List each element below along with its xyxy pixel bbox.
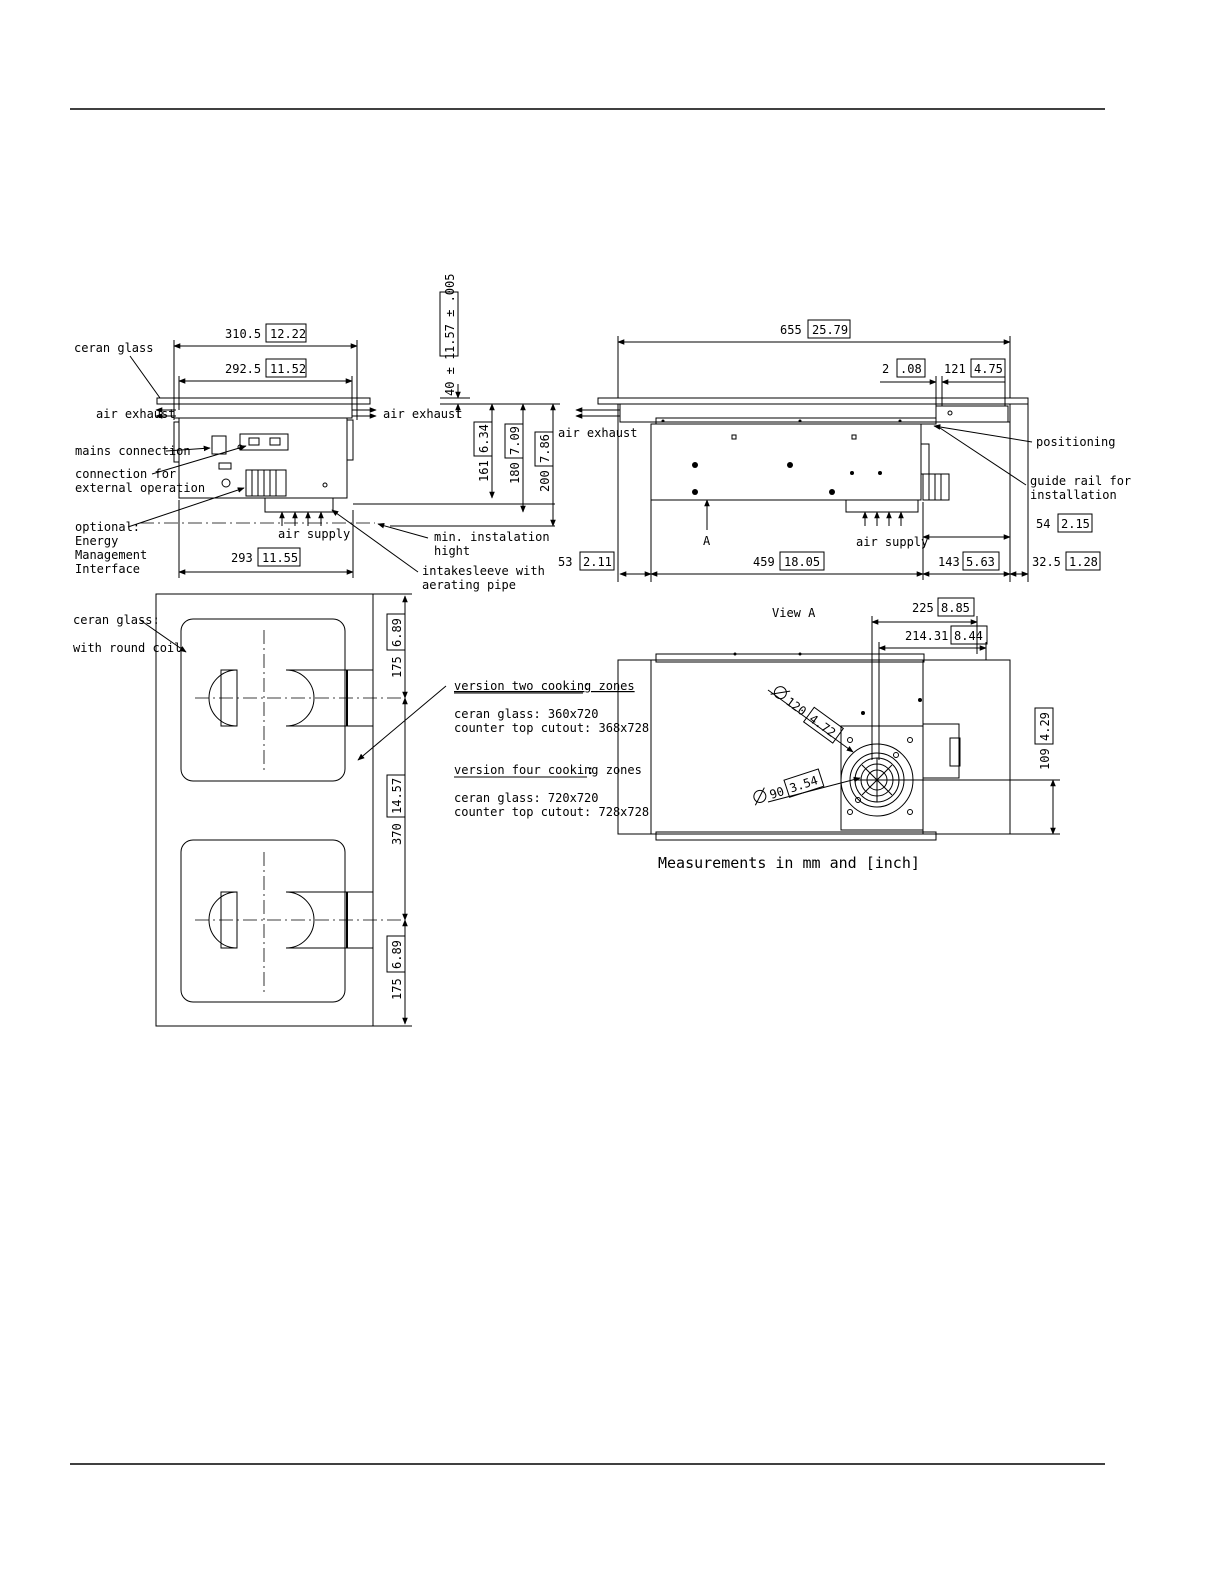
dim-214-31: 214.31 <box>905 629 948 643</box>
dim-dia-90: 90 <box>768 784 786 802</box>
dim-175-a: 175 <box>390 656 404 678</box>
dim-214-31-in: 8.44 <box>954 629 983 643</box>
dim-370: 370 <box>390 823 404 845</box>
label-v4-line1: ceran glass: 720x720 <box>454 791 599 805</box>
dim-175-b: 175 <box>390 978 404 1000</box>
label-round-coil: with round coil <box>73 641 181 655</box>
dim-293-in: 11.55 <box>262 551 298 565</box>
dim-161-in: 6.34 <box>477 424 491 453</box>
label-version-two-colon: : <box>583 679 590 693</box>
dim-161: 161 <box>477 460 491 482</box>
dim-225: 225 <box>912 601 934 615</box>
label-management: Management <box>75 548 147 562</box>
label-guide-rail: guide rail for <box>1030 474 1131 488</box>
label-min-installation: min. instalation <box>434 530 550 544</box>
label-version-two: version two cooking zones <box>454 679 635 693</box>
dim-2: 2 <box>882 362 889 376</box>
dim-32-5-in: 1.28 <box>1069 555 1098 569</box>
dim-655: 655 <box>780 323 802 337</box>
dim-459-in: 18.05 <box>784 555 820 569</box>
label-connection-for: connection for <box>75 467 176 481</box>
dim-175-b-in: 6.89 <box>390 940 404 969</box>
units-note: Measurements in mm and [inch] <box>658 854 920 872</box>
dim-293: 293 <box>231 551 253 565</box>
label-air-exhaust-right: air exhaust <box>383 407 462 421</box>
label-ceran-glass: ceran glass <box>74 341 153 355</box>
dim-40-in: 1.57 ± .005 <box>443 274 457 353</box>
dim-54-in: 2.15 <box>1061 517 1090 531</box>
dim-310-5-in: 12.22 <box>270 327 306 341</box>
dim-310-5: 310.5 <box>225 327 261 341</box>
label-v2-line1: ceran glass: 360x720 <box>454 707 599 721</box>
dim-225-in: 8.85 <box>941 601 970 615</box>
label-aerating-pipe: aerating pipe <box>422 578 516 592</box>
dim-143-in: 5.63 <box>966 555 995 569</box>
label-top-ceran-glass: ceran glass: <box>73 613 160 627</box>
dim-53: 53 <box>558 555 572 569</box>
label-external-operation: external operation <box>75 481 205 495</box>
label-view-a: View A <box>772 606 816 620</box>
dim-2-in: .08 <box>900 362 922 376</box>
label-hight: hight <box>434 544 470 558</box>
dim-200-in: 7.86 <box>538 434 552 463</box>
label-v2-line2: counter top cutout: 368x728 <box>454 721 649 735</box>
dim-109-in: 4.29 <box>1038 712 1052 741</box>
label-side-air-supply: air supply <box>856 535 928 549</box>
label-mains-connection: mains connection <box>75 444 191 458</box>
label-optional: optional: <box>75 520 140 534</box>
dim-143: 143 <box>938 555 960 569</box>
label-interface: Interface <box>75 562 140 576</box>
label-version-four: version four cooking zones <box>454 763 642 777</box>
top-view: 175 6.89 370 14.57 175 6.89 ceran glass:… <box>73 593 649 1027</box>
label-v4-line2: counter top cutout: 728x728 <box>454 805 649 819</box>
label-side-air-exhaust: air exhaust <box>558 426 637 440</box>
label-energy: Energy <box>75 534 118 548</box>
dim-200: 200 <box>538 470 552 492</box>
dim-32-5: 32.5 <box>1032 555 1061 569</box>
dim-175-a-in: 6.89 <box>390 618 404 647</box>
label-installation: installation <box>1030 488 1117 502</box>
label-intakesleeve: intakesleeve with <box>422 564 545 578</box>
dim-53-in: 2.11 <box>583 555 612 569</box>
label-positioning: positioning <box>1036 435 1115 449</box>
dim-292-5: 292.5 <box>225 362 261 376</box>
label-air-supply: air supply <box>278 527 350 541</box>
dim-459: 459 <box>753 555 775 569</box>
dim-370-in: 14.57 <box>390 778 404 814</box>
dim-dia-120: 120 <box>783 695 809 719</box>
dim-121-in: 4.75 <box>974 362 1003 376</box>
dim-180: 180 <box>508 462 522 484</box>
dim-54: 54 <box>1036 517 1050 531</box>
dim-121: 121 <box>944 362 966 376</box>
front-view: 310.5 12.22 292.5 11.52 293 11.55 40 ± 1… <box>74 274 560 592</box>
dim-40: 40 ± 1 <box>443 353 457 396</box>
label-air-exhaust-left: air exhaust <box>96 407 175 421</box>
dim-180-in: 7.09 <box>508 426 522 455</box>
label-view-a-marker: A <box>703 534 711 548</box>
dim-655-in: 25.79 <box>812 323 848 337</box>
side-view: 655 25.79 2 .08 121 4.75 air exhaust pos… <box>558 319 1131 582</box>
bottom-view-a: View A 225 8.85 <box>617 597 1060 872</box>
dim-dia-90-in: 3.54 <box>788 773 820 795</box>
dim-292-5-in: 11.52 <box>270 362 306 376</box>
label-version-four-colon: : <box>587 763 594 777</box>
dim-109: 109 <box>1038 748 1052 770</box>
